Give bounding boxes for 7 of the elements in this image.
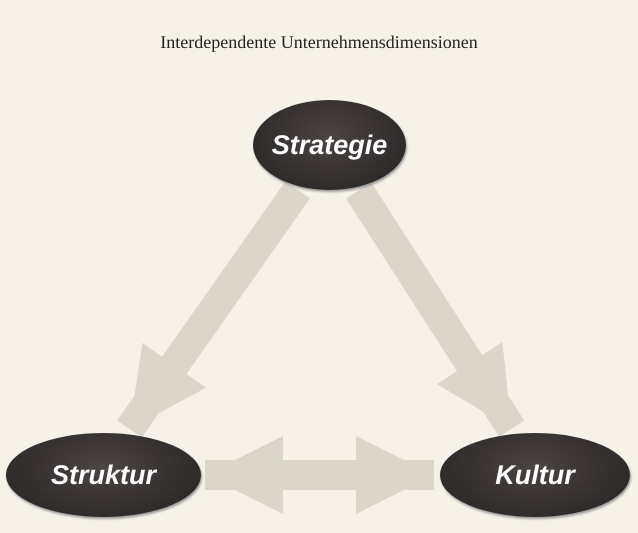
- block-arrow: [205, 436, 434, 514]
- node-label: Kultur: [495, 460, 575, 490]
- node-label: Struktur: [50, 460, 156, 490]
- block-arrow: [117, 181, 310, 438]
- block-arrow: [346, 182, 524, 437]
- diagram-title: Interdependente Unternehmensdimensionen: [159, 32, 479, 53]
- node-label: Strategie: [272, 130, 388, 160]
